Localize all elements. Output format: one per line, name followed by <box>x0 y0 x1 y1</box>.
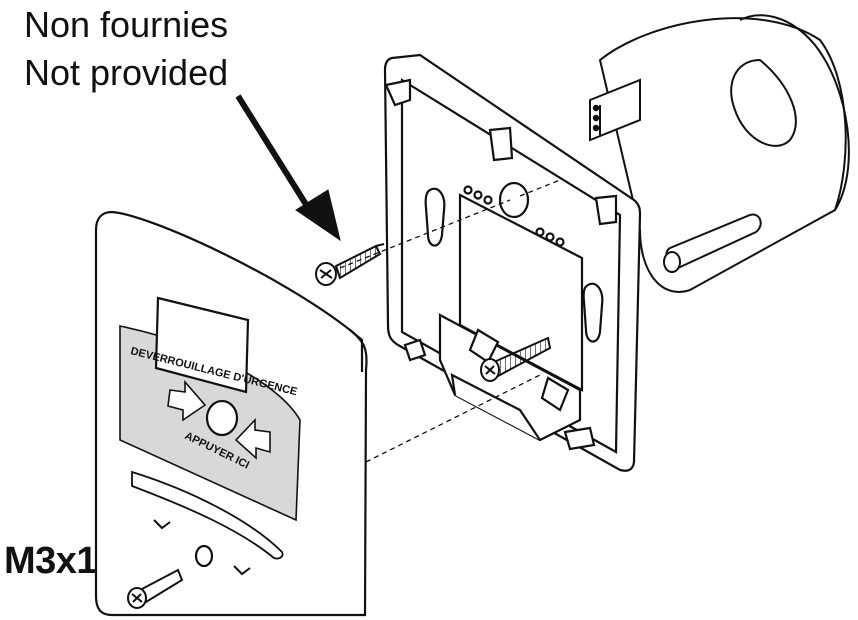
pointer-arrow <box>235 94 341 242</box>
not-provided-label-en: Not provided <box>24 52 229 93</box>
wall-box <box>589 14 850 293</box>
m3x16-screw <box>127 568 184 609</box>
front-cover <box>94 210 368 617</box>
mounting-screw-not-provided <box>315 243 385 286</box>
mounting-screw-inner <box>480 336 552 382</box>
not-provided-label-fr: Non fournies <box>24 4 229 45</box>
backplate <box>383 53 642 472</box>
alignment-lines <box>339 179 561 463</box>
